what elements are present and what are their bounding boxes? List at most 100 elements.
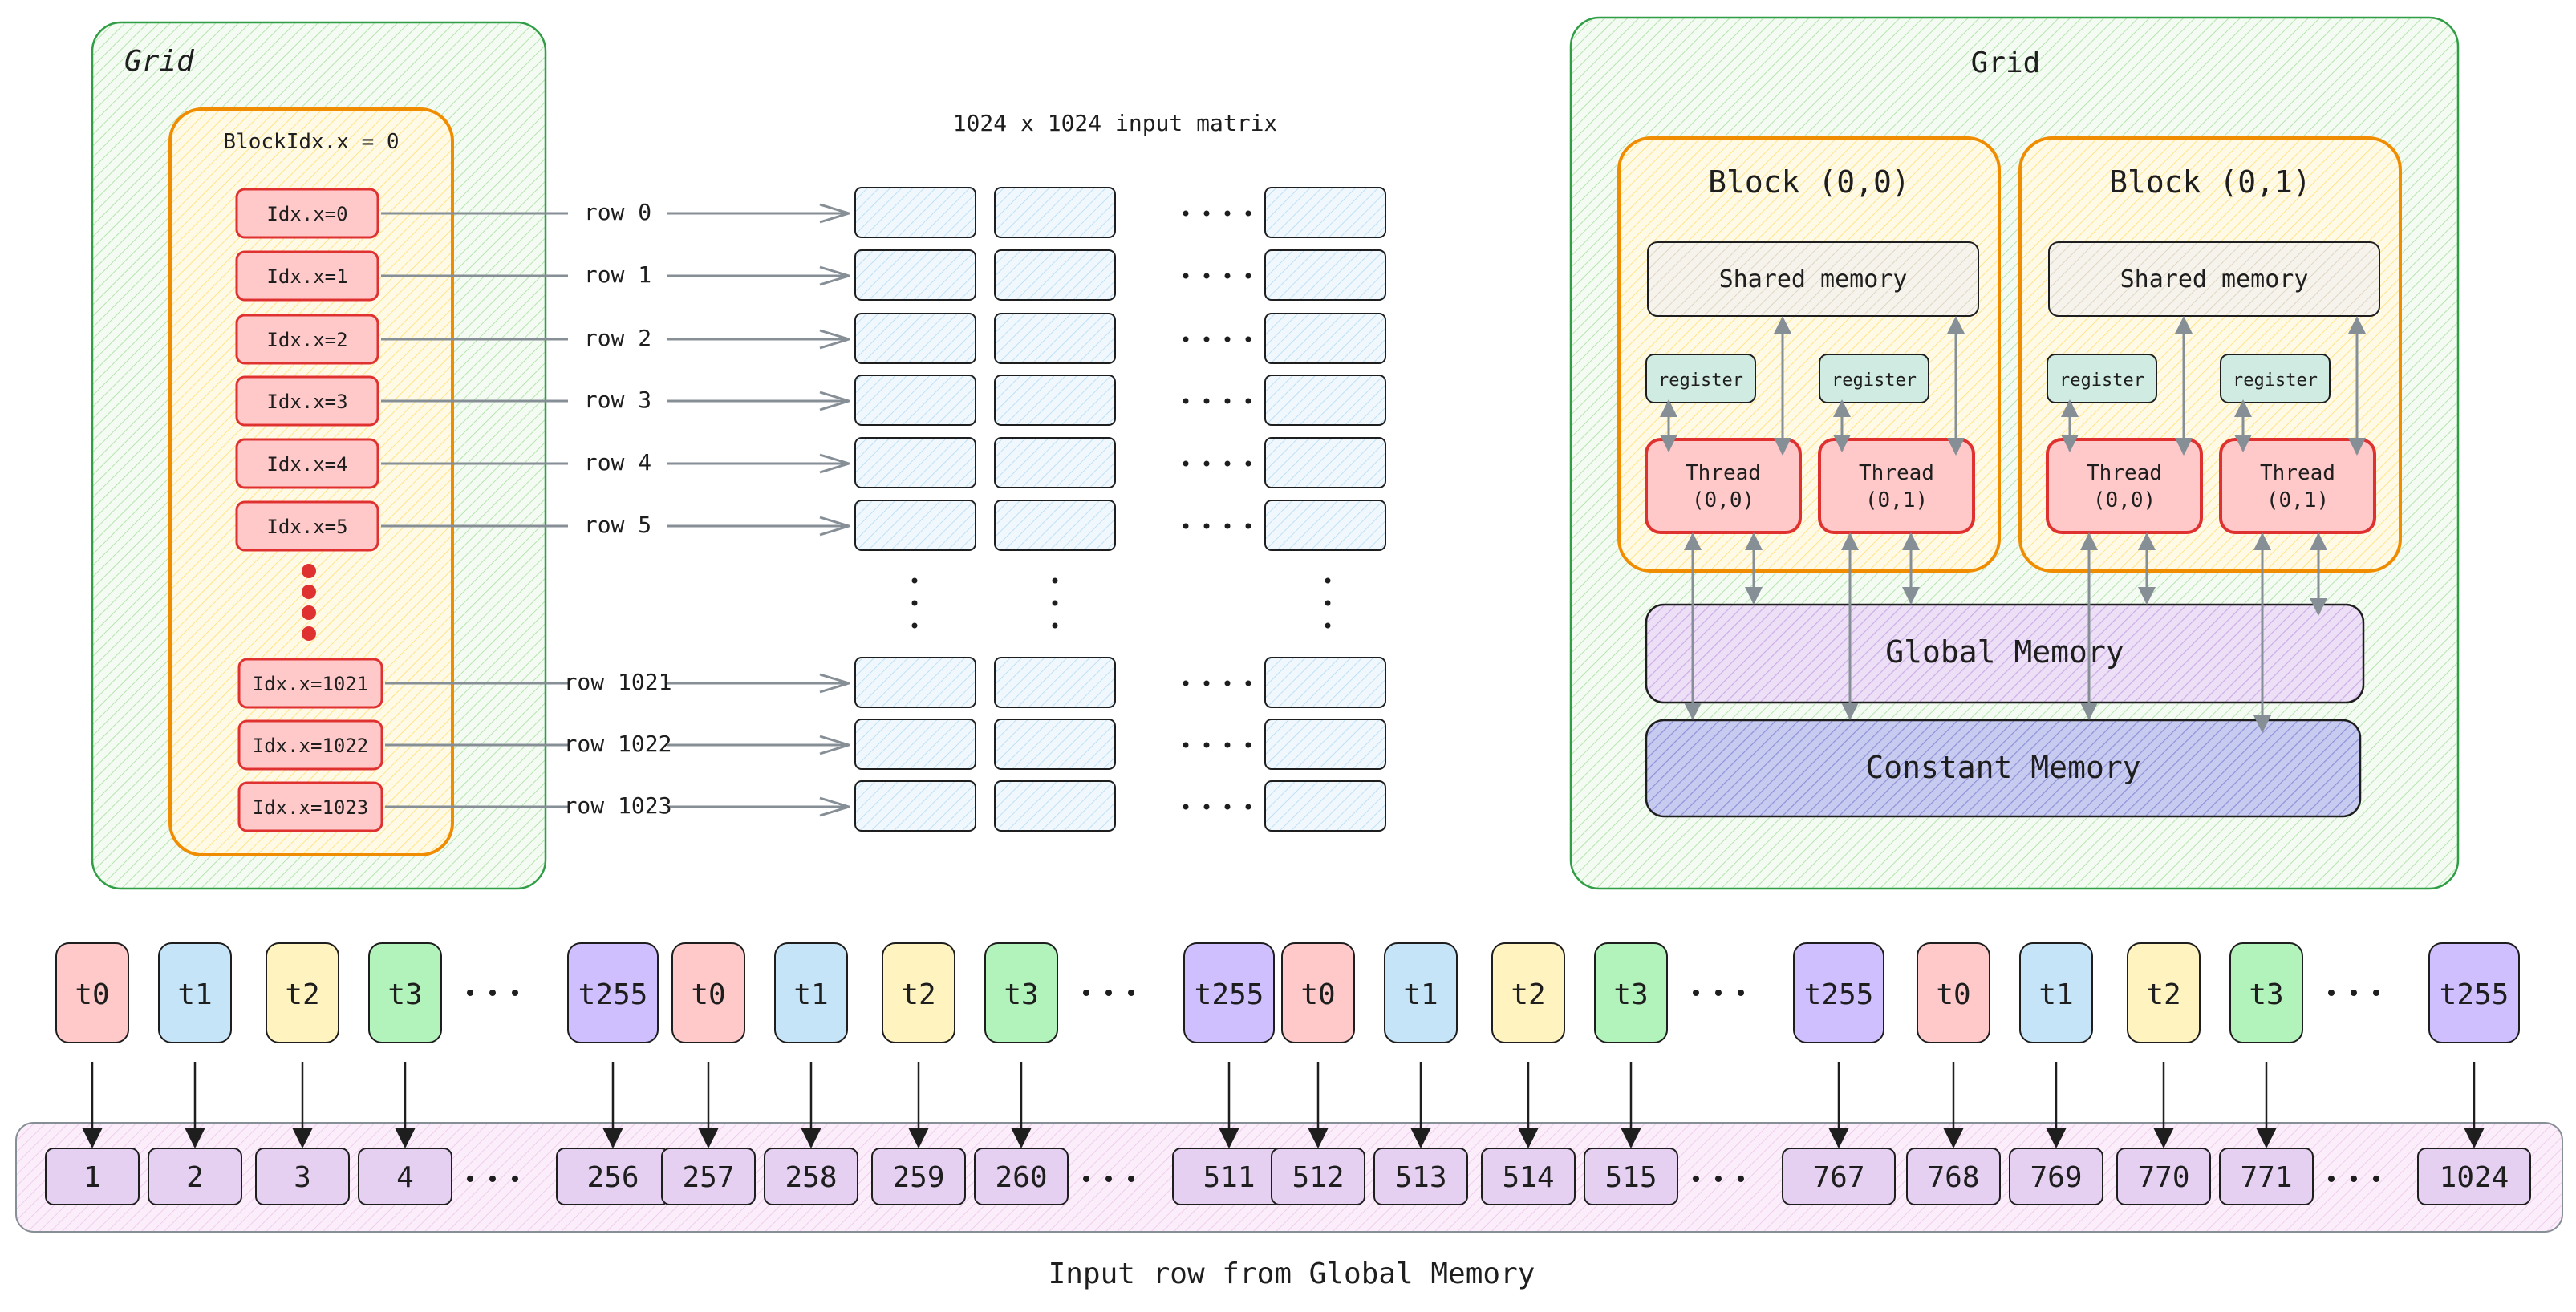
shared-memory-box — [1647, 241, 1979, 317]
matrix-dot — [1052, 600, 1058, 606]
thread-tile — [158, 942, 232, 1043]
matrix-cell — [994, 657, 1116, 708]
matrix-dot — [1245, 273, 1251, 279]
row-label-bg — [568, 508, 667, 537]
thread-tile-label: t0 — [75, 978, 109, 1011]
matrix-dot — [1183, 273, 1189, 279]
memory-cell-label: 769 — [2030, 1161, 2082, 1194]
row-label-bg — [568, 322, 667, 350]
thread-box — [2219, 438, 2376, 534]
memory-cell — [764, 1148, 858, 1205]
ellipsis-dot — [2351, 1176, 2357, 1182]
matrix-dot — [1203, 460, 1210, 467]
matrix-dot — [1224, 680, 1231, 686]
memory-cell-label: 771 — [2240, 1161, 2292, 1194]
thread-tile-label: t255 — [2440, 978, 2509, 1011]
matrix-dot — [1183, 398, 1189, 404]
thread-label: Idx.x=3 — [266, 391, 347, 413]
memory-arrows — [1684, 532, 2327, 733]
thread-tile-label: t1 — [2038, 978, 2073, 1011]
row-label-bg — [568, 196, 667, 225]
thread-tile-label: t3 — [1613, 978, 1648, 1011]
thread-box — [235, 188, 379, 239]
matrix-cell — [1264, 500, 1386, 551]
memory-cell-label: 259 — [892, 1161, 944, 1194]
row-label: row 3 — [584, 387, 651, 413]
thread-box — [235, 500, 379, 552]
thread-label: Idx.x=5 — [266, 516, 347, 538]
thread-tile-label: t2 — [901, 978, 935, 1011]
thread-tile — [368, 942, 442, 1043]
thread-tile — [1384, 942, 1458, 1043]
input-matrix — [854, 187, 1386, 832]
thread-box — [1645, 438, 1802, 534]
thread-tile-label: t0 — [1936, 978, 1970, 1011]
memory-cell — [1782, 1148, 1896, 1205]
matrix-dot — [1245, 336, 1251, 342]
ellipsis-dot — [467, 990, 473, 996]
matrix-dot — [1183, 460, 1189, 467]
ellipsis-dot — [1083, 990, 1089, 996]
ellipsis-dot — [302, 626, 316, 641]
block-label: BlockIdx.x = 0 — [223, 130, 399, 154]
row-label: row 4 — [584, 449, 651, 476]
matrix-cell — [854, 187, 976, 238]
ellipsis-dot — [2373, 1176, 2379, 1182]
thread-tile — [1917, 942, 1990, 1043]
matrix-dot — [1183, 680, 1189, 686]
matrix-dot — [1224, 804, 1231, 810]
ellipsis-dot — [1105, 990, 1112, 996]
thread-tile-label: t2 — [285, 978, 319, 1011]
thread-tile — [1281, 942, 1355, 1043]
matrix-dot — [911, 622, 918, 629]
ellipsis-dot — [1693, 1176, 1699, 1182]
matrix-dot — [1052, 622, 1058, 629]
matrix-cell — [854, 375, 976, 426]
matrix-dot — [1224, 523, 1231, 529]
memory-cell — [2219, 1148, 2314, 1205]
matrix-cell — [1264, 375, 1386, 426]
constant-memory-label: Constant Memory — [1865, 750, 2140, 785]
matrix-cell — [854, 657, 976, 708]
matrix-cell — [1264, 187, 1386, 238]
matrix-dot — [1224, 398, 1231, 404]
matrix-dot — [1325, 577, 1331, 584]
row-label-bg — [568, 666, 667, 694]
memory-cell-label: 1024 — [2440, 1161, 2509, 1194]
register-label: register — [2233, 371, 2318, 391]
row-label-bg — [568, 446, 667, 475]
thread-tile — [984, 942, 1058, 1043]
matrix-cell — [1264, 313, 1386, 364]
ellipsis-dot — [489, 990, 496, 996]
row-label-bg — [568, 383, 667, 412]
thread-label: Thread — [1859, 461, 1934, 485]
matrix-dot — [911, 577, 918, 584]
thread-tile-label: t1 — [793, 978, 828, 1011]
thread-label: (0,0) — [2093, 488, 2156, 512]
thread-tile — [774, 942, 848, 1043]
shared-memory-label: Shared memory — [2120, 265, 2309, 294]
thread-box — [1818, 438, 1975, 534]
thread-label: Idx.x=1022 — [253, 735, 369, 757]
matrix-dot — [1224, 273, 1231, 279]
thread-tile-label: t1 — [1403, 978, 1438, 1011]
thread-label: Idx.x=1023 — [253, 796, 369, 819]
row-label: row 1023 — [564, 792, 672, 819]
matrix-cell — [854, 437, 976, 488]
register-label: register — [1658, 371, 1743, 391]
matrix-dot — [1245, 742, 1251, 748]
ellipsis-dot — [1083, 1176, 1089, 1182]
memory-cell — [1584, 1148, 1678, 1205]
matrix-cell — [1264, 437, 1386, 488]
matrix-cell — [994, 313, 1116, 364]
memory-cell-label: 767 — [1812, 1161, 1864, 1194]
row-label-bg — [568, 727, 667, 756]
matrix-cell — [854, 249, 976, 301]
memory-cell — [255, 1148, 350, 1205]
thread-label: Thread — [2260, 461, 2335, 485]
register-box — [2047, 354, 2157, 403]
matrix-dot — [1245, 804, 1251, 810]
